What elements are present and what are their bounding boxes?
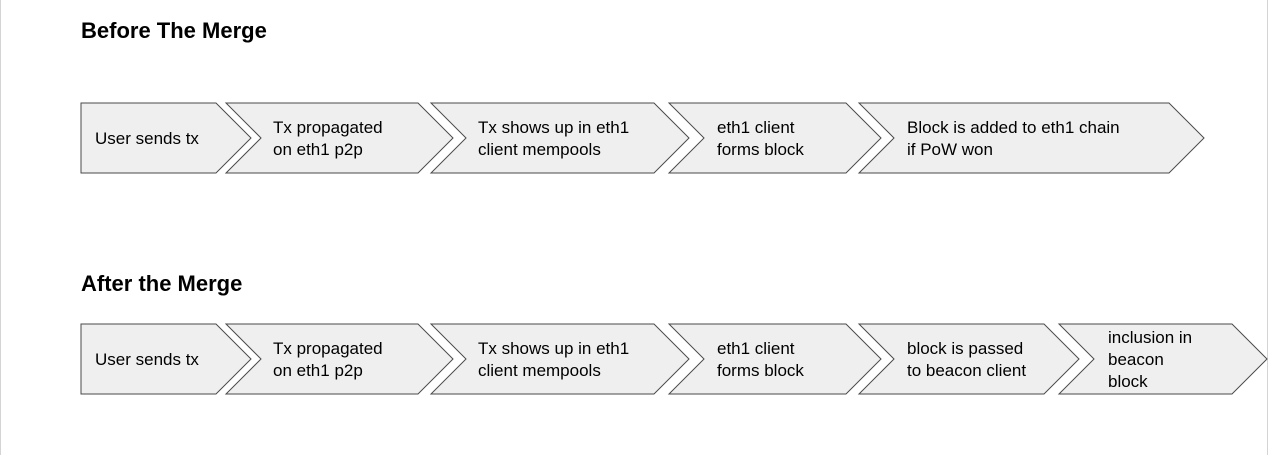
flow-step-2-6-label: beacon bbox=[1108, 350, 1164, 369]
flow-step-2-1-shape bbox=[80, 323, 252, 395]
flow-step-2-2-label: on eth1 p2p bbox=[273, 361, 363, 380]
flow-step-2-2-label: Tx propagated bbox=[273, 339, 383, 358]
flow-step-2-5-shape bbox=[857, 323, 1080, 395]
flow-step-2-2-shape bbox=[224, 323, 454, 395]
flow-step-1-1-shape bbox=[80, 102, 252, 174]
flow-step-2-3-shape bbox=[429, 323, 690, 395]
flow-step-2-6-label: inclusion in bbox=[1108, 328, 1192, 347]
flow-step-2-4-label: eth1 client bbox=[717, 339, 795, 358]
flow-step-1-4-label: eth1 client bbox=[717, 118, 795, 137]
flow-step-1-3-shape bbox=[429, 102, 690, 174]
flow-step-1-5-label: Block is added to eth1 chain bbox=[907, 118, 1120, 137]
flow-step-2-3-label: Tx shows up in eth1 bbox=[478, 339, 629, 358]
flow-step-2-3-label: client mempools bbox=[478, 361, 601, 380]
after-merge-heading: After the Merge bbox=[81, 271, 243, 296]
flow-step-1-1-label: User sends tx bbox=[95, 129, 199, 148]
flow-step-1-2-label: Tx propagated bbox=[273, 118, 383, 137]
flow-step-1-2-label: on eth1 p2p bbox=[273, 140, 363, 159]
flow-step-2-6-label: block bbox=[1108, 372, 1148, 391]
flow-step-1-2-shape bbox=[224, 102, 454, 174]
flow-step-1-3-label: Tx shows up in eth1 bbox=[478, 118, 629, 137]
flow-step-2-5-label: block is passed bbox=[907, 339, 1023, 358]
flow-step-1-5-shape bbox=[857, 102, 1205, 174]
flow-step-1-4-label: forms block bbox=[717, 140, 804, 159]
flow-step-1-5-label: if PoW won bbox=[907, 140, 993, 159]
flow-step-2-6-shape bbox=[1057, 323, 1268, 395]
before-merge-heading: Before The Merge bbox=[81, 18, 267, 43]
flow-step-2-1-label: User sends tx bbox=[95, 350, 199, 369]
flow-step-2-4-shape bbox=[667, 323, 882, 395]
flow-step-1-3-label: client mempools bbox=[478, 140, 601, 159]
flow-step-2-5-label: to beacon client bbox=[907, 361, 1026, 380]
flow-step-2-4-label: forms block bbox=[717, 361, 804, 380]
flow-step-1-4-shape bbox=[667, 102, 882, 174]
